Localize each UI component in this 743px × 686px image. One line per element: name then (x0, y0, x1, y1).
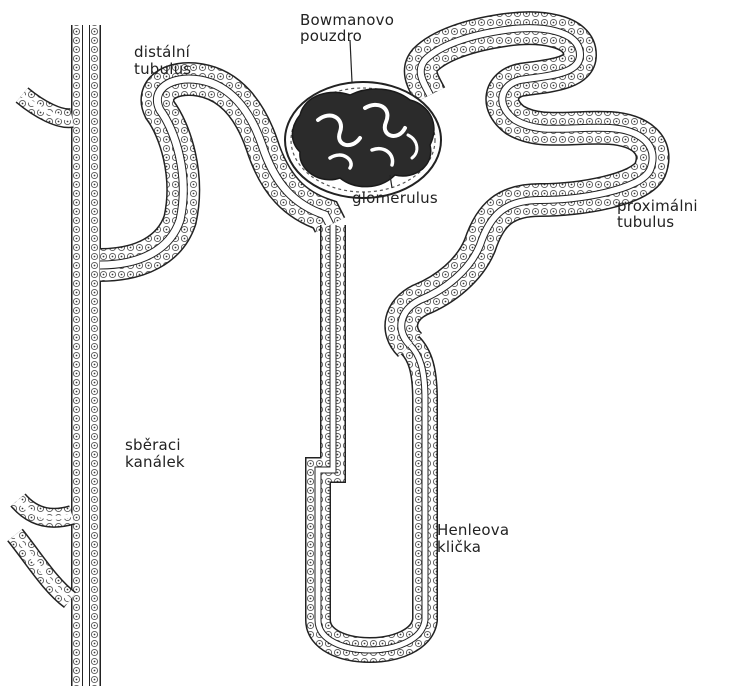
bowman-capsule-label-line2: pouzdro (300, 28, 362, 44)
loop-of-henle-label-line1: Henleova (437, 522, 509, 538)
collecting-branch-upper (22, 95, 72, 118)
distal-tubule-label-line1: distální (134, 44, 190, 60)
collecting-branch-lower (15, 500, 72, 600)
collecting-duct-label-line2: kanálek (125, 454, 185, 470)
loop-of-henle-label-line2: klička (437, 539, 481, 555)
collecting-duct-label-line1: sběraci (125, 437, 181, 453)
proximal-tubule (401, 28, 652, 345)
proximal-tubule-label-line2: tubulus (617, 214, 674, 230)
glomerulus-label: glomerulus (352, 190, 438, 206)
distal-tubule (100, 79, 330, 265)
distal-tubule-label-line2: tubulus (134, 61, 191, 77)
proximal-tubule-label-line1: proximálni (617, 198, 698, 214)
glomerulus (292, 89, 433, 187)
bowman-capsule-label-line1: Bowmanovo (300, 12, 394, 28)
